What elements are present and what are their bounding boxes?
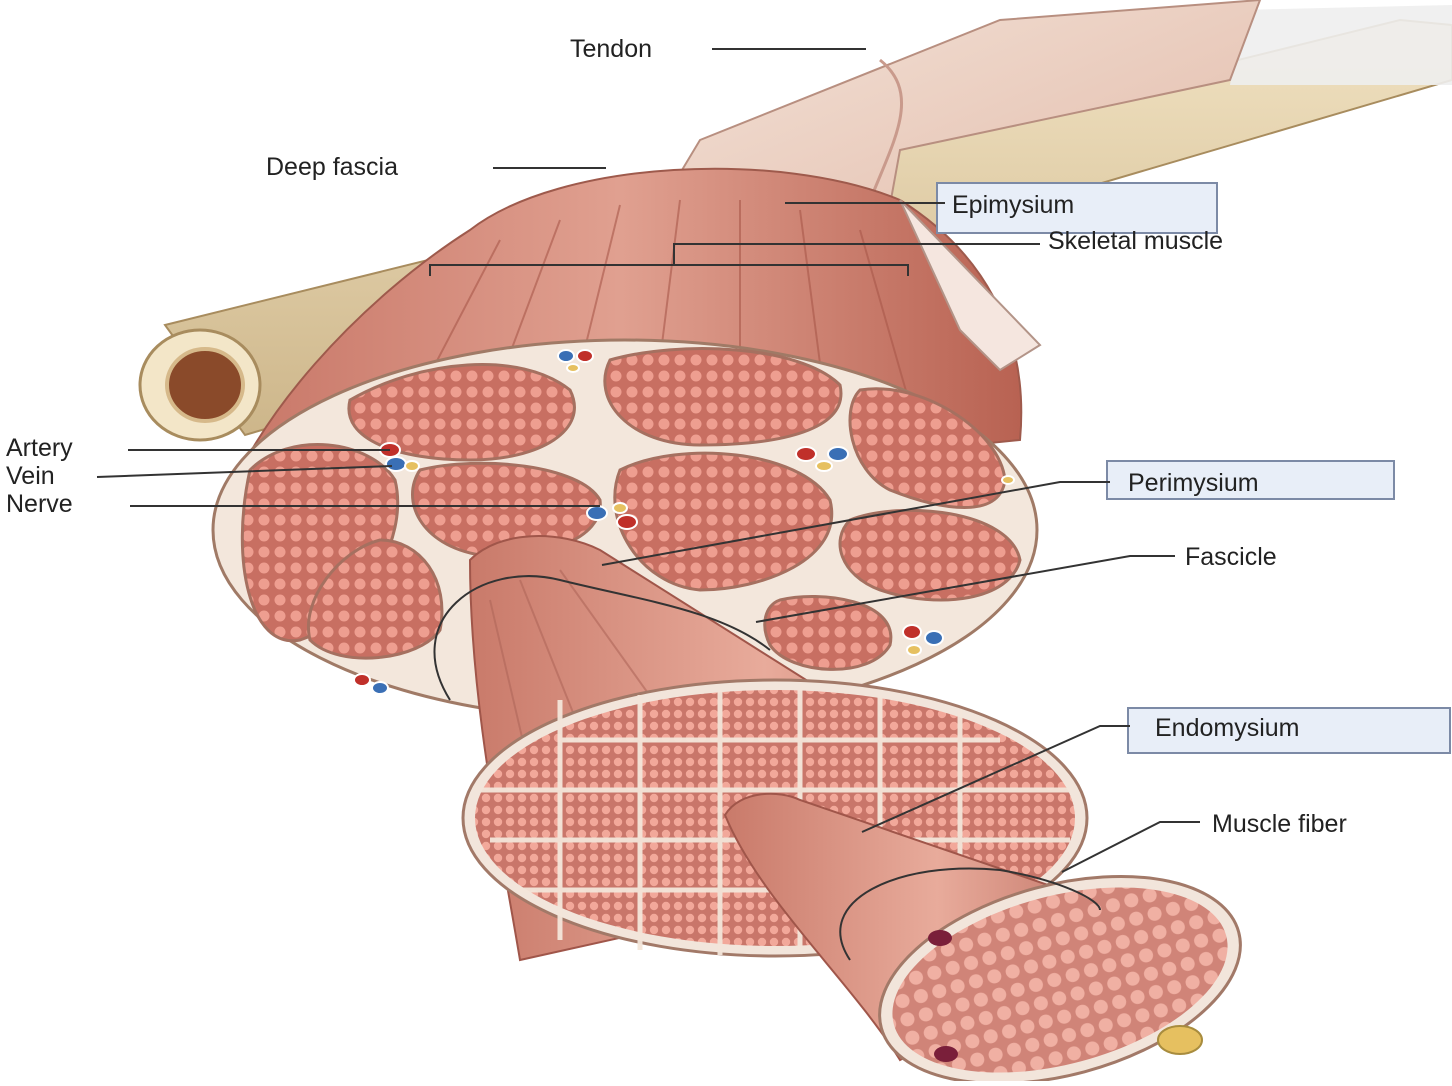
label-tendon: Tendon xyxy=(570,35,652,63)
label-skeletal-muscle: Skeletal muscle xyxy=(1048,227,1223,255)
label-artery: Artery xyxy=(6,434,73,462)
label-perimysium: Perimysium xyxy=(1128,469,1259,497)
label-fascicle: Fascicle xyxy=(1185,543,1277,571)
label-endomysium: Endomysium xyxy=(1155,714,1300,742)
label-nerve: Nerve xyxy=(6,490,73,518)
label-deep-fascia: Deep fascia xyxy=(266,153,398,181)
label-epimysium: Epimysium xyxy=(952,191,1074,219)
label-vein: Vein xyxy=(6,462,55,490)
label-muscle-fiber: Muscle fiber xyxy=(1212,810,1347,838)
